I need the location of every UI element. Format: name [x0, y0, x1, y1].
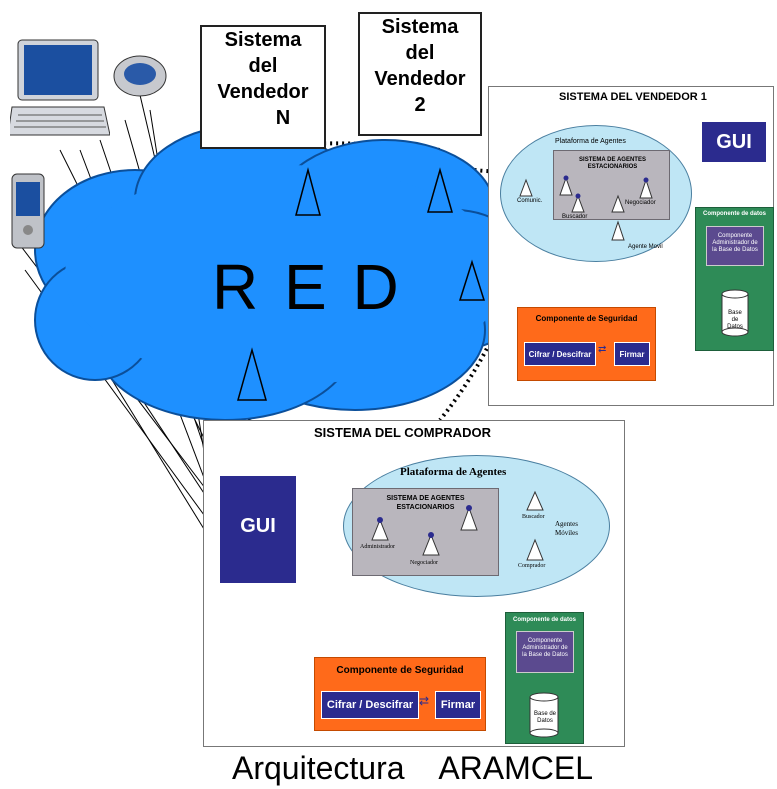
- vendor1-title: SISTEMA DEL VENDEDOR 1: [559, 91, 707, 103]
- buyer-data-component: Componente de datos Componente Administr…: [505, 612, 584, 744]
- agent-icon: [237, 347, 267, 401]
- pda-icon: [11, 173, 45, 249]
- laptop-icon: [10, 39, 110, 136]
- agent-icon: [458, 259, 486, 301]
- buyer-cipher-button[interactable]: Cifrar / Descifrar: [321, 691, 419, 719]
- phone-icon: [113, 55, 167, 97]
- caption: Arquitectura ARAMCEL: [232, 750, 594, 786]
- swap-arrow-icon: ⇄: [419, 694, 430, 708]
- vendor-n-box: Sistema del Vendedor N: [200, 25, 326, 149]
- vendor1-stationary: SISTEMA DE AGENTES ESTACIONARIOS: [553, 150, 670, 220]
- vendor1-gui[interactable]: GUI: [702, 122, 766, 162]
- network-label: R E D: [212, 251, 403, 323]
- vendor1-sign-button[interactable]: Firmar: [614, 342, 650, 366]
- vendor1-security: Componente de Seguridad Cifrar / Descifr…: [517, 307, 656, 381]
- vendor1-platform-label: Plataforma de Agentes: [555, 138, 626, 145]
- network-cloud: [34, 124, 536, 421]
- buyer-title: SISTEMA DEL COMPRADOR: [314, 425, 491, 440]
- vendor1-data-component: Componente de datos Componente Administr…: [695, 207, 774, 351]
- agent-icon: [427, 167, 453, 213]
- agent-icon: [295, 167, 321, 216]
- vendor1-cipher-button[interactable]: Cifrar / Descifrar: [524, 342, 596, 366]
- buyer-gui[interactable]: GUI: [220, 476, 296, 583]
- vendor-2-box: Sistema del Vendedor 2: [358, 12, 482, 136]
- buyer-sign-button[interactable]: Firmar: [435, 691, 481, 719]
- swap-arrow-icon: ⇄: [598, 344, 607, 355]
- buyer-security: Componente de Seguridad Cifrar / Descifr…: [314, 657, 486, 731]
- database-icon: [529, 692, 559, 738]
- database-icon: [721, 289, 749, 337]
- buyer-platform-label: Plataforma de Agentes: [400, 466, 507, 478]
